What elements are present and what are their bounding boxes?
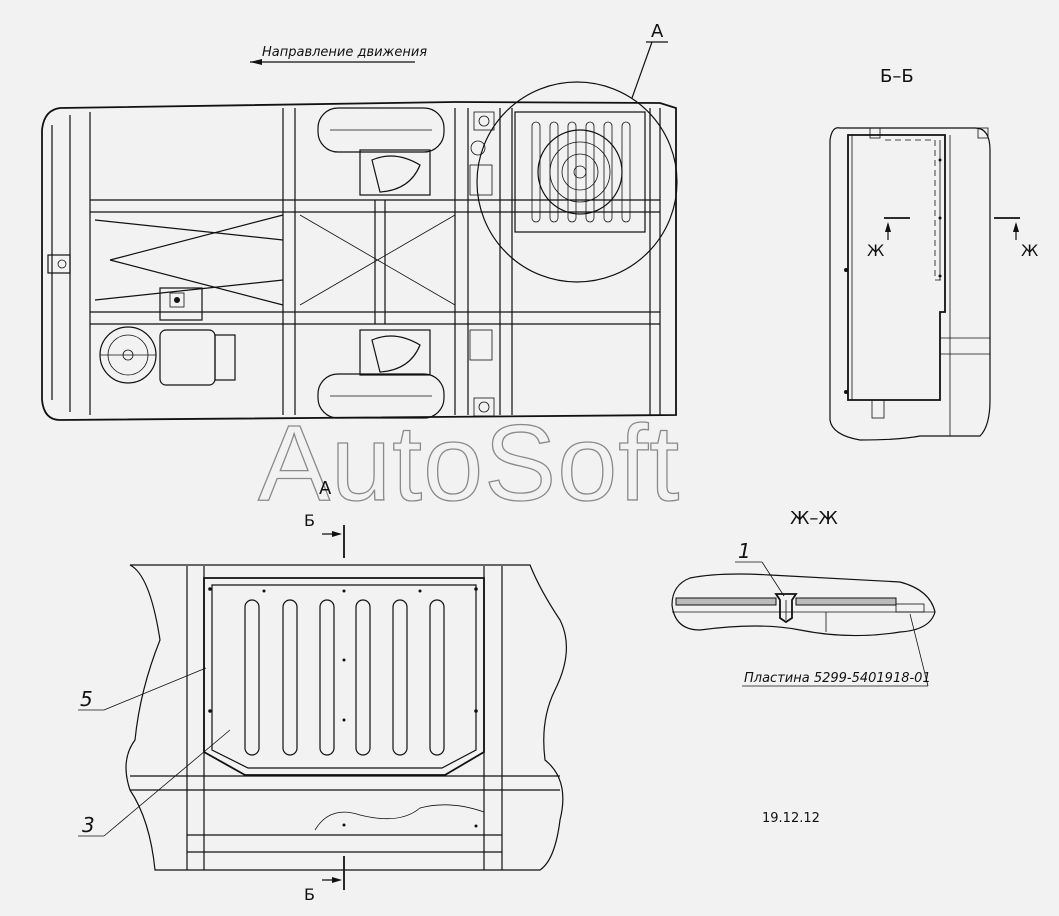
callout-5: 5 bbox=[80, 687, 93, 711]
detail-view-a bbox=[78, 525, 568, 890]
direction-arrow bbox=[250, 59, 415, 65]
section-zh-left-marker: Ж bbox=[867, 241, 884, 260]
section-zhzh-view bbox=[671, 561, 936, 687]
chassis-top-view: Направление движения bbox=[41, 41, 678, 421]
direction-label: Направление движения bbox=[262, 45, 427, 60]
drawing-date-code: 19.12.12 bbox=[762, 811, 820, 826]
plate-part-number: Пластина 5299-5401918-01 bbox=[744, 671, 931, 686]
section-zhzh-title: Ж–Ж bbox=[790, 508, 838, 529]
section-b-top-marker: Б bbox=[304, 511, 315, 530]
section-bb-view bbox=[829, 127, 1020, 441]
view-a-detail-title: А bbox=[319, 478, 332, 499]
watermark: AutoSoft bbox=[258, 402, 680, 523]
callout-3: 3 bbox=[82, 813, 95, 837]
section-zh-right-marker: Ж bbox=[1021, 241, 1038, 260]
section-bb-title: Б–Б bbox=[880, 66, 914, 87]
view-a-marker: А bbox=[651, 21, 664, 42]
section-b-bottom-marker: Б bbox=[304, 885, 315, 904]
callout-1: 1 bbox=[738, 539, 751, 563]
